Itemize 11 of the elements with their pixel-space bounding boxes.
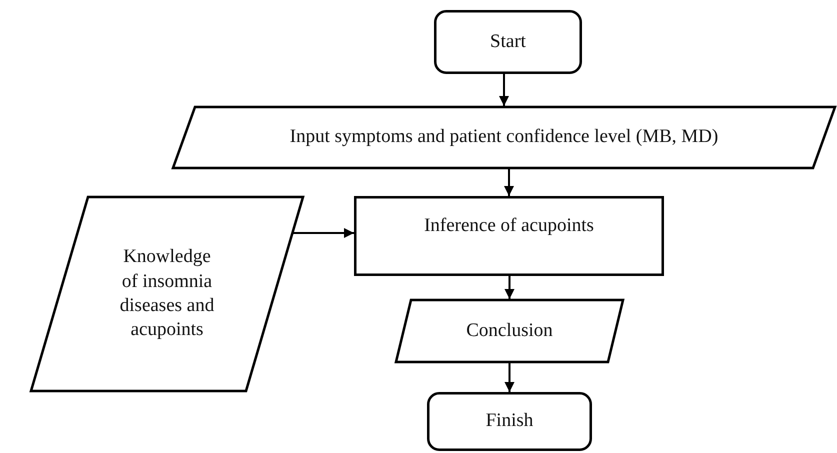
arrow xyxy=(292,228,354,238)
node-text: Conclusion xyxy=(466,318,553,343)
node-text: Finish xyxy=(486,409,534,434)
node-text: Inference of acupoints xyxy=(424,214,594,238)
node-text: Start xyxy=(490,30,526,54)
node-text: Knowledge of insomnia diseases and acupoints xyxy=(118,245,216,342)
arrow xyxy=(504,276,514,299)
arrow xyxy=(499,74,509,106)
node-text: Input symptoms and patient confidence level (MB, MD) xyxy=(290,125,718,150)
arrow xyxy=(504,169,514,196)
arrow xyxy=(504,363,514,392)
